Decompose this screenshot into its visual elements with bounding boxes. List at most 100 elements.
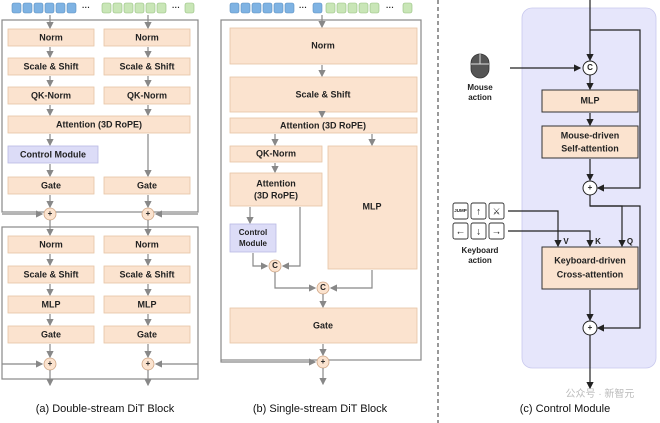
mlp-box-left xyxy=(7,295,95,314)
token xyxy=(251,2,262,14)
caption-a: (a) Double-stream DiT Block xyxy=(36,403,175,415)
add-op-symbol: + xyxy=(48,209,53,218)
norm-label: Norm xyxy=(39,32,63,42)
scale-shift-label: Scale & Shift xyxy=(295,89,350,99)
norm-box-b xyxy=(229,27,418,65)
key-jump xyxy=(452,202,469,220)
gate-label: Gate xyxy=(41,180,61,190)
token xyxy=(262,2,273,14)
token-ellipsis: ··· xyxy=(172,3,180,12)
attention-box xyxy=(7,115,191,134)
scale-shift-label: Scale & Shift xyxy=(23,61,78,71)
add-op-symbol: + xyxy=(48,359,53,368)
keyboard-action-label: Keyboard xyxy=(462,246,499,255)
arrow-right-icon: → xyxy=(492,227,502,238)
qk-norm-box-left xyxy=(7,86,95,105)
control-module-label: Control Module xyxy=(20,149,86,159)
mlp-box-right xyxy=(103,295,191,314)
norm-label: Norm xyxy=(311,40,335,50)
norm-box-right xyxy=(103,28,191,47)
token-row-b: ··· ··· xyxy=(229,2,413,14)
norm-label: Norm xyxy=(39,239,63,249)
gate-label: Gate xyxy=(313,320,333,330)
token-ellipsis: ··· xyxy=(82,3,90,12)
token xyxy=(358,2,369,14)
mouse-attn-box xyxy=(541,125,639,159)
scale-shift-box-b xyxy=(229,76,418,113)
token xyxy=(312,2,323,14)
token xyxy=(22,2,33,14)
keyboard-attn-label: Keyboard-driven xyxy=(554,255,626,265)
gate-label: Gate xyxy=(137,329,157,339)
control-module-box xyxy=(7,145,99,164)
token xyxy=(284,2,295,14)
mouse-action-label: action xyxy=(468,93,492,102)
attention-label: Attention xyxy=(256,178,296,188)
mouse-action-label: Mouse xyxy=(467,83,493,92)
panel-b: ··· ··· Norm Scale & Shift Attention (3D… xyxy=(220,2,422,415)
token xyxy=(240,2,251,14)
scale-shift-label: Scale & Shift xyxy=(119,269,174,279)
token xyxy=(325,2,336,14)
token xyxy=(145,2,156,14)
gate-label: Gate xyxy=(137,180,157,190)
token xyxy=(229,2,240,14)
concat-op-symbol: C xyxy=(272,261,278,270)
add-op-symbol: + xyxy=(588,323,593,332)
attention-wide-label: Attention (3D RoPE) xyxy=(280,120,366,130)
scale-shift-box-left xyxy=(7,57,95,76)
control-module-label: Module xyxy=(239,239,268,248)
scale-shift-label: Scale & Shift xyxy=(119,61,174,71)
attention-wide-box-b xyxy=(229,117,418,134)
token xyxy=(156,2,167,14)
add-op-symbol: + xyxy=(146,359,151,368)
key-right xyxy=(488,222,505,240)
mlp-box-b xyxy=(327,145,418,270)
key-down xyxy=(470,222,487,240)
token xyxy=(184,2,195,14)
norm-box-left xyxy=(7,28,95,47)
mlp-label: MLP xyxy=(581,95,600,105)
qk-norm-box-right xyxy=(103,86,191,105)
key-left xyxy=(452,222,469,240)
qk-norm-box-b xyxy=(229,145,323,163)
token-ellipsis: ··· xyxy=(386,3,394,12)
token xyxy=(101,2,112,14)
attention-box-b xyxy=(229,172,323,207)
token-ellipsis: ··· xyxy=(299,3,307,12)
key-attack xyxy=(488,202,505,220)
gate-box-right-2 xyxy=(103,325,191,344)
scale-shift-box-right xyxy=(103,57,191,76)
gate-box-b xyxy=(229,307,418,344)
gate-box-left xyxy=(7,176,95,195)
token xyxy=(273,2,284,14)
scale-shift-box-right-2 xyxy=(103,265,191,284)
token xyxy=(55,2,66,14)
caption-c: (c) Control Module xyxy=(520,403,610,415)
token xyxy=(347,2,358,14)
add-op-symbol: + xyxy=(588,183,593,192)
scale-shift-box-left-2 xyxy=(7,265,95,284)
token xyxy=(402,2,413,14)
mouse-attn-label: Self-attention xyxy=(561,143,619,153)
label-k: K xyxy=(595,237,601,246)
mouse-icon xyxy=(470,53,490,79)
control-module-label: Control xyxy=(239,228,267,237)
norm-box-right-2 xyxy=(103,235,191,254)
gate-box-right xyxy=(103,176,191,195)
mouse-attn-label: Mouse-driven xyxy=(561,130,620,140)
token xyxy=(134,2,145,14)
token xyxy=(112,2,123,14)
norm-box-left-2 xyxy=(7,235,95,254)
keyboard-attn-box xyxy=(541,246,639,290)
gate-label: Gate xyxy=(41,329,61,339)
watermark: 公众号 · 新智元 xyxy=(566,387,635,400)
keyboard-action-label: action xyxy=(468,256,492,265)
token xyxy=(33,2,44,14)
arrow-up-icon: ↑ xyxy=(476,207,481,218)
key-up xyxy=(470,202,487,220)
token xyxy=(336,2,347,14)
mlp-label: MLP xyxy=(138,299,157,309)
label-v: V xyxy=(563,237,569,246)
token xyxy=(66,2,77,14)
